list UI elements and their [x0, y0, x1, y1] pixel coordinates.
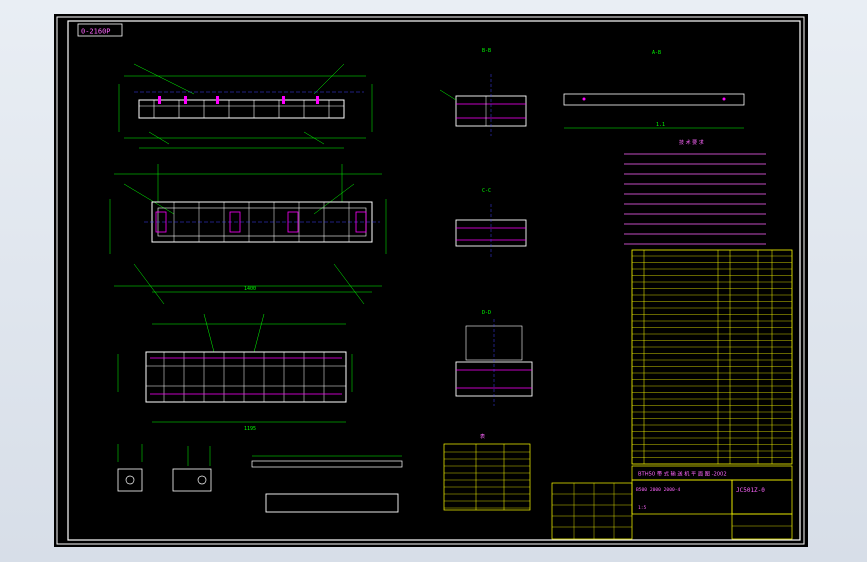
section-cc-label: C-C: [482, 188, 491, 194]
small-table-title: 表: [480, 433, 485, 440]
notes-title: 技 术 要 求: [679, 139, 704, 146]
drawing-code: JC501Z-0: [736, 487, 765, 494]
corner-code-box: [77, 23, 123, 37]
section-dd: D-D: [455, 310, 533, 406]
mid-length-dim: 1195: [244, 426, 256, 432]
technical-notes: 技 术 要 求: [624, 139, 766, 245]
drawing-canvas: 0-2160P: [56, 16, 805, 545]
bar-views: [251, 455, 403, 513]
view-section: 1195: [117, 313, 353, 432]
small-table: 表: [443, 433, 531, 511]
inner-frame: [67, 20, 801, 541]
title-block: BTH50 带 式 输 送 机 平 面 图 -2002 JC501Z-0 B50…: [551, 465, 793, 540]
corner-code: 0-2160P: [81, 28, 111, 36]
section-dd-label: D-D: [482, 310, 491, 316]
section-bb-label: B-B: [482, 48, 491, 54]
section-cc: C-C: [455, 188, 527, 258]
detail-views: [117, 444, 212, 492]
view-elevation: [118, 63, 373, 149]
drawing-sheet[interactable]: 0-2160P: [54, 14, 808, 547]
parts-list: [631, 249, 793, 465]
section-ab-label: A-B: [652, 50, 661, 56]
drawing-scale: 1:5: [638, 505, 647, 511]
part-label: 1.1: [656, 122, 665, 128]
section-ab: A-B 1.1: [563, 50, 745, 129]
total-length-dim: 1400: [244, 286, 256, 292]
outer-frame: [56, 16, 805, 545]
section-bb: B-B: [439, 48, 527, 136]
drawing-subtitle: B500 2000 2000-4: [636, 487, 680, 493]
drawing-title: BTH50 带 式 输 送 机 平 面 图 -2002: [638, 470, 727, 478]
view-plan: 1400: [109, 164, 387, 305]
